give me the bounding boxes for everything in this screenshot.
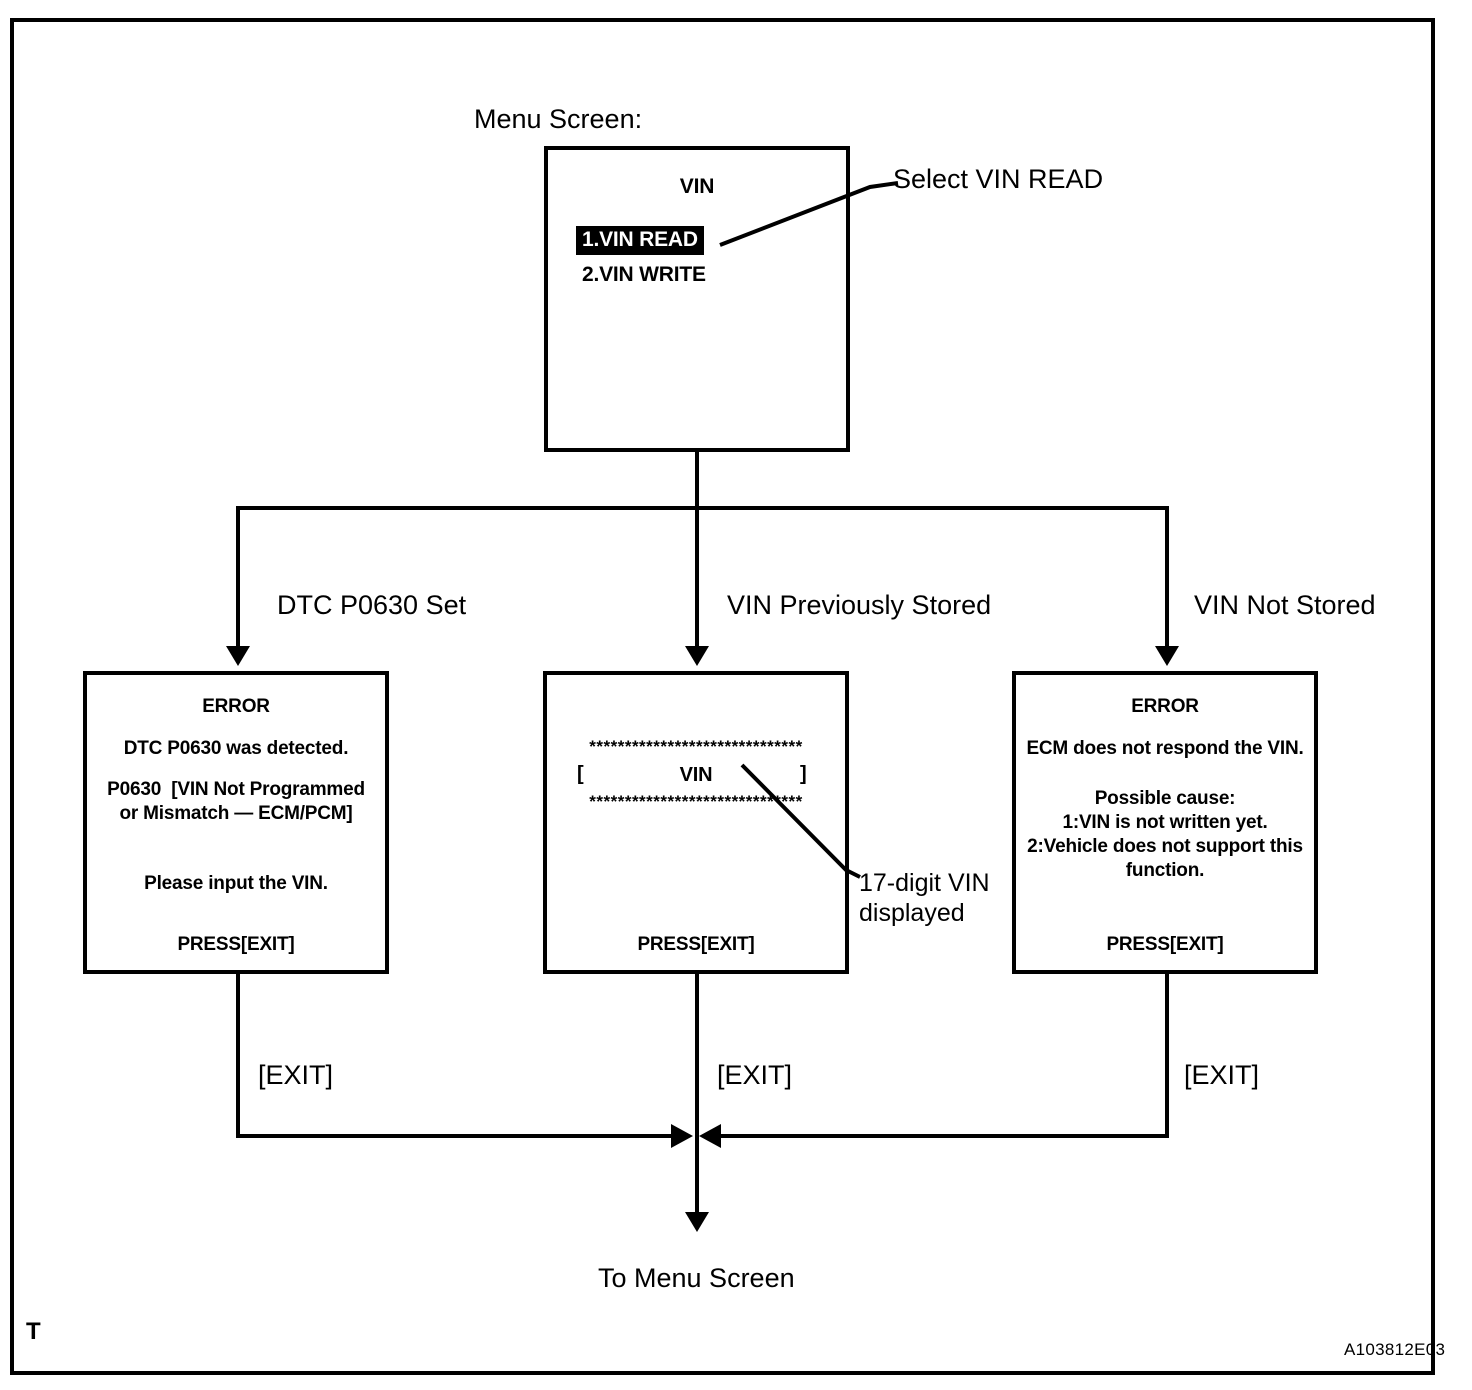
- vin-stars-top: ******************************: [589, 737, 803, 756]
- vin-digits-callout-line-1: 17-digit VIN: [859, 869, 990, 897]
- exit-connector-right-horizontal: [721, 1134, 1169, 1138]
- dtc-error-line-1: DTC P0630 was detected.: [123, 738, 349, 759]
- vin-digits-callout-line-2: displayed: [859, 899, 965, 927]
- select-vin-read-callout: Select VIN READ: [893, 164, 1104, 194]
- exit-connector-right-vertical: [1165, 974, 1169, 1138]
- figure-reference-code: A103812E03: [1344, 1340, 1446, 1359]
- to-menu-screen-arrow: [685, 1212, 709, 1232]
- branch-label-vin-stored: VIN Previously Stored: [727, 590, 992, 620]
- no-vin-error-line-2: Possible cause:: [1094, 788, 1236, 809]
- branch-arrow-right: [1155, 646, 1179, 666]
- dtc-error-title: ERROR: [202, 696, 270, 717]
- dtc-error-screen-box: ERROR DTC P0630 was detected. P0630 [VIN…: [83, 671, 389, 974]
- exit-arrow-right: [699, 1124, 721, 1148]
- vin-value-label: VIN: [679, 764, 713, 786]
- corner-marker: T: [26, 1318, 41, 1345]
- no-vin-error-title: ERROR: [1131, 696, 1199, 717]
- exit-label-right: [EXIT]: [1184, 1060, 1260, 1090]
- branch-connector-center: [695, 506, 699, 648]
- branch-connector-right: [1165, 506, 1169, 648]
- exit-connector-left-vertical: [236, 974, 240, 1138]
- branch-arrow-left: [226, 646, 250, 666]
- dtc-error-line-3: or Mismatch — ECM/PCM]: [119, 803, 353, 824]
- vin-stars-bottom: ******************************: [589, 792, 803, 811]
- branch-arrow-center: [685, 646, 709, 666]
- exit-connector-left-horizontal: [236, 1134, 673, 1138]
- no-vin-error-line-4: 2:Vehicle does not support this: [1027, 836, 1303, 857]
- figure-border: [10, 18, 1435, 1375]
- no-vin-error-screen-box: ERROR ECM does not respond the VIN. Poss…: [1012, 671, 1318, 974]
- vin-stored-footer: PRESS[EXIT]: [637, 934, 755, 955]
- dtc-error-footer: PRESS[EXIT]: [177, 934, 295, 955]
- to-menu-screen-label: To Menu Screen: [598, 1263, 795, 1293]
- menu-screen-caption: Menu Screen:: [474, 104, 643, 134]
- vin-right-bracket: ]: [800, 763, 807, 785]
- exit-label-left: [EXIT]: [258, 1060, 334, 1090]
- exit-connector-center-vertical: [695, 974, 699, 1214]
- menu-item-vin-write[interactable]: 2.VIN WRITE: [582, 263, 706, 286]
- exit-arrow-left: [671, 1124, 693, 1148]
- no-vin-error-line-1: ECM does not respond the VIN.: [1026, 738, 1304, 759]
- no-vin-error-line-5: function.: [1125, 860, 1205, 881]
- branch-distribution-bus: [236, 506, 1169, 510]
- menu-screen-box: VIN 1.VIN READ 2.VIN WRITE: [544, 146, 850, 452]
- exit-label-center: [EXIT]: [717, 1060, 793, 1090]
- no-vin-error-footer: PRESS[EXIT]: [1106, 934, 1224, 955]
- dtc-error-line-4: Please input the VIN.: [144, 873, 328, 894]
- vin-digits-leader-line: [740, 763, 861, 879]
- branch-label-dtc-set: DTC P0630 Set: [277, 590, 467, 620]
- no-vin-error-line-3: 1:VIN is not written yet.: [1062, 812, 1268, 833]
- branch-connector-left: [236, 506, 240, 648]
- dtc-error-line-2: P0630 [VIN Not Programmed: [107, 779, 365, 800]
- select-vin-read-leader-line: [719, 181, 899, 247]
- branch-label-vin-not-stored: VIN Not Stored: [1194, 590, 1376, 620]
- menu-item-vin-read[interactable]: 1.VIN READ: [576, 226, 704, 255]
- menu-to-bus-connector: [695, 452, 699, 510]
- vin-left-bracket: [: [577, 763, 584, 785]
- menu-screen-title: VIN: [679, 175, 715, 198]
